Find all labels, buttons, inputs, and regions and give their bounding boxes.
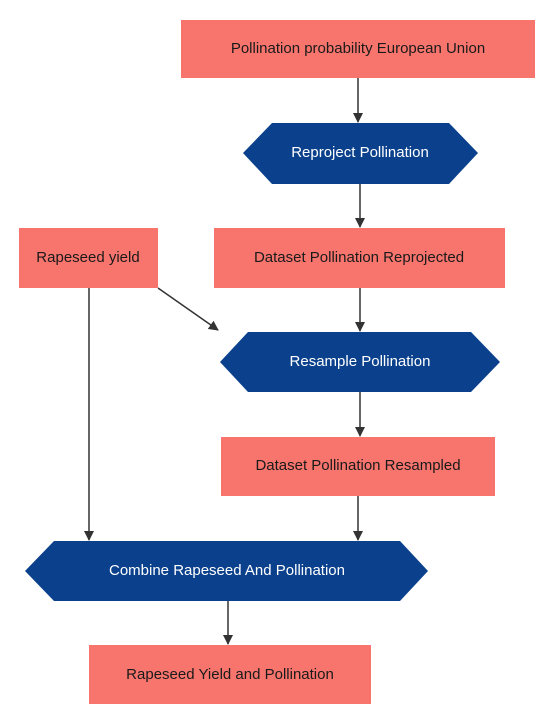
node-reproject-pollination: Reproject Pollination (243, 123, 478, 184)
process-hexagon (25, 541, 428, 601)
process-hexagon (220, 332, 500, 392)
node-label: Dataset Pollination Reprojected (254, 249, 464, 266)
node-rapeseed-yield: Rapeseed yield (19, 228, 158, 288)
node-combine-rapeseed-and-pollination: Combine Rapeseed And Pollination (25, 541, 428, 601)
node-label: Dataset Pollination Resampled (255, 457, 460, 474)
data-box (19, 228, 158, 288)
node-label: Combine Rapeseed And Pollination (109, 562, 345, 579)
node-pollination-probability-eu: Pollination probability European Union (181, 20, 535, 78)
data-box (214, 228, 505, 288)
node-rapeseed-yield-and-pollination: Rapeseed Yield and Pollination (89, 645, 371, 704)
data-box (181, 20, 535, 78)
node-label: Resample Pollination (290, 353, 431, 370)
node-label: Rapeseed Yield and Pollination (126, 666, 334, 683)
data-box (221, 437, 495, 496)
edge-rapeseed-to-resample (157, 287, 219, 331)
node-resample-pollination: Resample Pollination (220, 332, 500, 392)
edges (84, 78, 365, 645)
node-dataset-pollination-reprojected: Dataset Pollination Reprojected (214, 228, 505, 288)
node-label: Rapeseed yield (36, 249, 139, 266)
process-hexagon (243, 123, 478, 184)
data-box (89, 645, 371, 704)
node-dataset-pollination-resampled: Dataset Pollination Resampled (221, 437, 495, 496)
node-label: Pollination probability European Union (231, 40, 485, 57)
node-label: Reproject Pollination (291, 144, 429, 161)
